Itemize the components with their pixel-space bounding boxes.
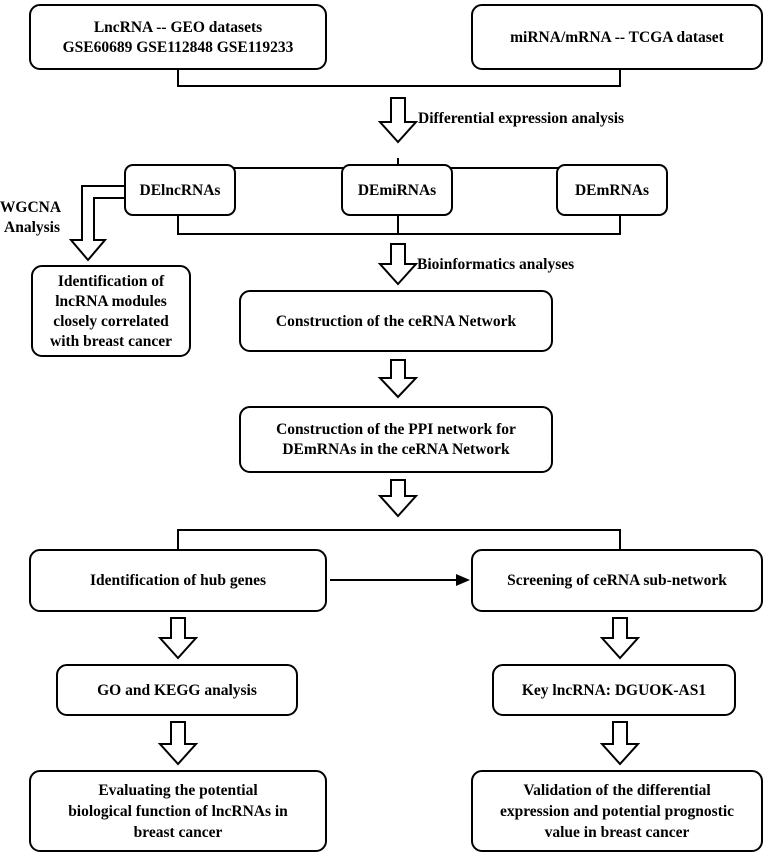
delncrnas-text-line-1: DElncRNAs [140, 182, 221, 199]
lncrna-modules-text-line-2: lncRNA modules [55, 293, 167, 310]
lncrna-modules-box [31, 265, 191, 357]
demirnas-text: DEmiRNAs [358, 182, 436, 199]
wgcna-label: WGCNA Analysis [0, 199, 64, 236]
evaluate-function-text-line-2: biological function of lncRNAs in [68, 803, 288, 820]
hub-to-subnet-arrowhead [456, 574, 470, 586]
wgcna-label-line1: WGCNA [0, 199, 62, 216]
ppi-network-text-line-2: DEmRNAs in the ceRNA Network [282, 441, 510, 458]
lncrna-modules-text-line-3: closely correlated [53, 313, 169, 330]
key-lncrna-box [492, 664, 736, 716]
arrow-bio [377, 243, 419, 286]
geo-datasets-text-line-1: LncRNA -- GEO datasets [94, 19, 262, 36]
go-kegg-box [56, 664, 298, 716]
arrow-hub-gokegg [157, 617, 199, 660]
validation-text: Validation of the differential expression… [500, 782, 734, 841]
bioinformatics-analyses-label: Bioinformatics analyses [417, 256, 574, 273]
cerna-subnetwork-text: Screening of ceRNA sub-network [507, 572, 727, 589]
flow-arrows [68, 97, 641, 766]
validation-text-line-3: value in breast cancer [545, 824, 690, 841]
lncrna-modules-text-line-4: with breast cancer [50, 333, 172, 350]
hub-genes-text-line-1: Identification of hub genes [90, 572, 266, 589]
evaluate-function-text-line-3: breast cancer [134, 824, 223, 841]
hub-genes-box [29, 549, 327, 612]
delncrnas-text: DElncRNAs [140, 182, 221, 199]
key-lncrna-text-line-1: Key lncRNA: DGUOK-AS1 [522, 682, 706, 699]
key-lncrna-text: Key lncRNA: DGUOK-AS1 [522, 682, 706, 699]
arrow-wgcna [68, 185, 126, 262]
merge-bracket-top [177, 70, 621, 87]
demirnas-text-line-1: DEmiRNAs [358, 182, 436, 199]
geo-datasets-box [29, 4, 327, 70]
delncrnas-box [124, 164, 236, 216]
cerna-network-box [239, 290, 553, 352]
go-kegg-text: GO and KEGG analysis [97, 682, 257, 699]
validation-box [471, 770, 763, 852]
differential-expression-label: Differential expression analysis [418, 110, 624, 127]
go-kegg-text-line-1: GO and KEGG analysis [97, 682, 257, 699]
cerna-network-text: Construction of the ceRNA Network [276, 313, 517, 330]
tcga-dataset-box [471, 4, 763, 70]
arrow-subnet-key [599, 617, 641, 660]
demrnas-text-line-1: DEmRNAs [575, 182, 649, 199]
merge-bracket-de [177, 215, 621, 235]
split-bracket-bottom [177, 529, 621, 550]
evaluate-function-box [29, 770, 327, 852]
cerna-subnetwork-text-line-1: Screening of ceRNA sub-network [507, 572, 727, 589]
demrnas-box [556, 164, 668, 216]
cerna-subnetwork-box [471, 549, 763, 612]
tcga-dataset-text-line-1: miRNA/mRNA -- TCGA dataset [510, 29, 725, 46]
node-boxes [29, 4, 763, 852]
arrow-cerna-ppi [377, 359, 419, 399]
evaluate-function-text-line-1: Evaluating the potential [98, 782, 258, 799]
arrow-dea [377, 97, 419, 144]
arrow-gokegg-evaluate [157, 721, 199, 766]
lncrna-modules-text-line-1: Identification of [58, 273, 165, 290]
demirnas-box [341, 164, 453, 216]
evaluate-function-text: Evaluating the potential biological funct… [68, 782, 288, 841]
demrnas-text: DEmRNAs [575, 182, 649, 199]
geo-datasets-text-line-2: GSE60689 GSE112848 GSE119233 [63, 39, 294, 56]
validation-text-line-2: expression and potential prognostic [500, 803, 734, 820]
lncrna-modules-text: Identification of lncRNA modules closely c… [50, 273, 172, 350]
validation-text-line-1: Validation of the differential [523, 782, 711, 799]
wgcna-label-line2: Analysis [4, 219, 60, 236]
cerna-network-text-line-1: Construction of the ceRNA Network [276, 313, 517, 330]
tcga-dataset-text: miRNA/mRNA -- TCGA dataset [510, 29, 725, 46]
ppi-network-text-line-1: Construction of the PPI network for [276, 421, 516, 438]
arrow-ppi-split [377, 479, 419, 518]
ppi-network-box [239, 406, 553, 473]
arrow-key-validate [599, 721, 641, 766]
hub-genes-text: Identification of hub genes [90, 572, 266, 589]
